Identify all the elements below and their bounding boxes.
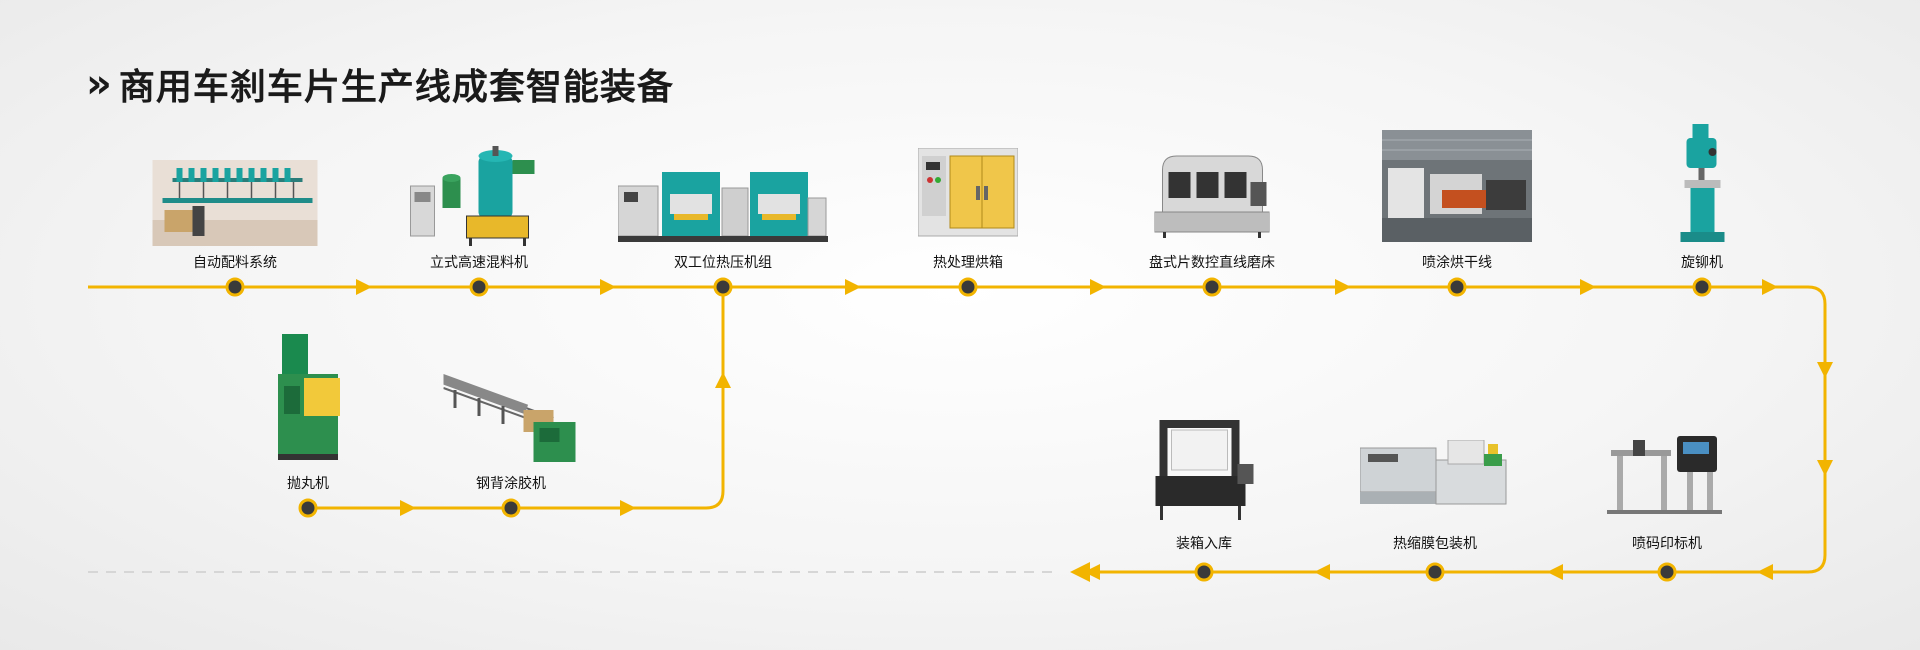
step-label: 立式高速混料机 — [430, 255, 528, 271]
node-marker — [713, 277, 733, 297]
arrow-left-icon — [1070, 562, 1090, 582]
flow-nodes — [225, 277, 1712, 582]
step-label: 喷码印标机 — [1632, 536, 1702, 552]
arrow-right-icon — [400, 500, 416, 516]
vertical-mixer-image — [407, 146, 552, 246]
arrow-down-icon — [1817, 460, 1833, 476]
arrow-right-icon — [600, 279, 616, 295]
arrow-left-icon — [1314, 564, 1330, 580]
flow-arrows — [356, 279, 1833, 582]
arrow-right-icon — [1335, 279, 1351, 295]
arrow-down-icon — [1817, 362, 1833, 378]
batching-system-image — [152, 160, 318, 246]
riveting-machine-image — [1675, 124, 1730, 246]
node-marker — [298, 498, 318, 518]
node-marker — [958, 277, 978, 297]
double-station-press-image — [618, 168, 828, 244]
arrow-right-icon — [1762, 279, 1778, 295]
node-marker — [1692, 277, 1712, 297]
right-turn-line — [1075, 285, 1827, 574]
arrow-right-icon — [1580, 279, 1596, 295]
shrink-wrap-machine-image — [1360, 440, 1510, 510]
pre-step-label: 抛丸机 — [287, 476, 329, 492]
step-label: 喷涂烘干线 — [1422, 255, 1492, 271]
arrow-right-icon — [845, 279, 861, 295]
cnc-grinder-image — [1154, 152, 1270, 238]
step-label: 热缩膜包装机 — [1393, 536, 1477, 552]
arrow-left-icon — [1084, 564, 1100, 580]
arrow-left-icon — [1547, 564, 1563, 580]
shot-blasting-machine-image — [268, 334, 348, 462]
step-label: 热处理烘箱 — [933, 255, 1003, 271]
pre-process-line — [306, 287, 725, 510]
arrow-right-icon — [1090, 279, 1106, 295]
arrow-left-icon — [1757, 564, 1773, 580]
double-chevron-icon: » — [86, 61, 113, 107]
page-title-text: 商用车刹车片生产线成套智能装备 — [118, 67, 674, 108]
step-label: 旋铆机 — [1681, 255, 1723, 271]
node-marker — [1657, 562, 1677, 582]
node-marker — [1202, 277, 1222, 297]
page-title: »商用车刹车片生产线成套智能装备 — [86, 58, 674, 110]
step-label: 自动配料系统 — [193, 255, 277, 271]
node-marker — [469, 277, 489, 297]
node-marker — [501, 498, 521, 518]
strapping-machine-image — [1152, 420, 1257, 522]
gluing-machine-image — [443, 370, 579, 470]
pre-step-label: 钢背涂胶机 — [476, 476, 546, 492]
node-marker — [1447, 277, 1467, 297]
arrow-right-icon — [620, 500, 636, 516]
arrow-right-icon — [356, 279, 372, 295]
inkjet-printer-image — [1607, 430, 1727, 516]
arrow-up-icon — [715, 372, 731, 388]
node-marker — [225, 277, 245, 297]
heat-treatment-oven-image — [918, 148, 1018, 238]
node-marker — [1194, 562, 1214, 582]
step-label: 盘式片数控直线磨床 — [1149, 255, 1275, 271]
step-label: 装箱入库 — [1176, 536, 1232, 552]
step-label: 双工位热压机组 — [674, 255, 772, 271]
spray-drying-line-image — [1382, 130, 1532, 242]
node-marker — [1425, 562, 1445, 582]
